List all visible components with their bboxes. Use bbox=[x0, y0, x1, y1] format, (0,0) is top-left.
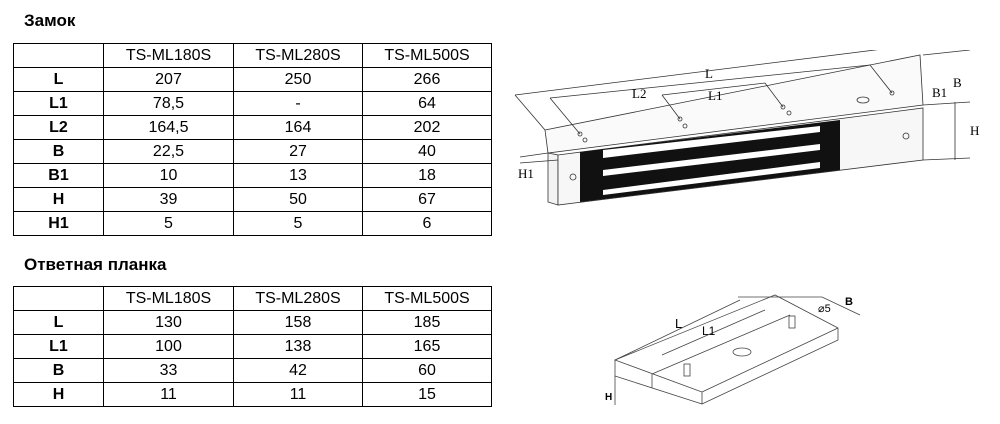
value-cell: 10 bbox=[103, 163, 234, 188]
value-cell: 130 bbox=[103, 310, 234, 335]
value-cell: 165 bbox=[362, 334, 492, 359]
plate-drawing: L L1 ⌀5 B H bbox=[605, 294, 861, 405]
parameter-cell: L1 bbox=[13, 91, 104, 116]
value-cell: 13 bbox=[233, 163, 363, 188]
parameter-cell: B bbox=[13, 139, 104, 164]
value-cell: 15 bbox=[362, 382, 492, 407]
value-cell: 33 bbox=[103, 358, 234, 383]
label-B: B bbox=[845, 296, 853, 308]
parameter-cell: H bbox=[13, 187, 104, 212]
label-L2: L2 bbox=[632, 86, 646, 101]
value-cell: 67 bbox=[362, 187, 492, 212]
value-cell: 185 bbox=[362, 310, 492, 335]
value-cell: 6 bbox=[362, 211, 492, 236]
column-header bbox=[13, 286, 104, 311]
label-H1: H1 bbox=[518, 166, 534, 181]
value-cell: 138 bbox=[233, 334, 363, 359]
value-cell: 22,5 bbox=[103, 139, 234, 164]
value-cell: 40 bbox=[362, 139, 492, 164]
label-d5: ⌀5 bbox=[818, 303, 831, 315]
label-B1: B1 bbox=[932, 85, 947, 100]
parameter-cell: H bbox=[13, 382, 104, 407]
value-cell: 39 bbox=[103, 187, 234, 212]
column-header: TS-ML500S bbox=[362, 43, 492, 68]
value-cell: 64 bbox=[362, 91, 492, 116]
value-cell: 164,5 bbox=[103, 115, 234, 140]
value-cell: 266 bbox=[362, 67, 492, 92]
value-cell: 11 bbox=[233, 382, 363, 407]
label-L1: L1 bbox=[702, 324, 716, 338]
value-cell: 78,5 bbox=[103, 91, 234, 116]
label-L: L bbox=[705, 66, 713, 81]
parameter-cell: L1 bbox=[13, 334, 104, 359]
value-cell: 60 bbox=[362, 358, 492, 383]
value-cell: 42 bbox=[233, 358, 363, 383]
label-H: H bbox=[605, 392, 612, 403]
value-cell: 27 bbox=[233, 139, 363, 164]
value-cell: 250 bbox=[233, 67, 363, 92]
value-cell: 11 bbox=[103, 382, 234, 407]
parameter-cell: B bbox=[13, 358, 104, 383]
value-cell: 158 bbox=[233, 310, 363, 335]
value-cell: 202 bbox=[362, 115, 492, 140]
column-header bbox=[13, 43, 104, 68]
value-cell: 100 bbox=[103, 334, 234, 359]
label-L1: L1 bbox=[708, 88, 722, 103]
value-cell: 164 bbox=[233, 115, 363, 140]
column-header: TS-ML180S bbox=[103, 43, 234, 68]
column-header: TS-ML280S bbox=[233, 286, 363, 311]
lock-title: Замок bbox=[24, 11, 76, 30]
label-H: H bbox=[970, 123, 979, 138]
value-cell: 5 bbox=[233, 211, 363, 236]
value-cell: 18 bbox=[362, 163, 492, 188]
plate-title: Ответная планка bbox=[24, 255, 167, 274]
parameter-cell: L bbox=[13, 310, 104, 335]
column-header: TS-ML280S bbox=[233, 43, 363, 68]
column-header: TS-ML180S bbox=[103, 286, 234, 311]
parameter-cell: H1 bbox=[13, 211, 104, 236]
value-cell: 5 bbox=[103, 211, 234, 236]
value-cell: 207 bbox=[103, 67, 234, 92]
value-cell: - bbox=[233, 91, 363, 116]
label-B: B bbox=[953, 75, 962, 90]
value-cell: 50 bbox=[233, 187, 363, 212]
lock-drawing: L L2 L1 B B1 H H1 bbox=[514, 50, 979, 206]
column-header: TS-ML500S bbox=[362, 286, 492, 311]
label-L: L bbox=[675, 316, 682, 331]
parameter-cell: L2 bbox=[13, 115, 104, 140]
parameter-cell: B1 bbox=[13, 163, 104, 188]
parameter-cell: L bbox=[13, 67, 104, 92]
